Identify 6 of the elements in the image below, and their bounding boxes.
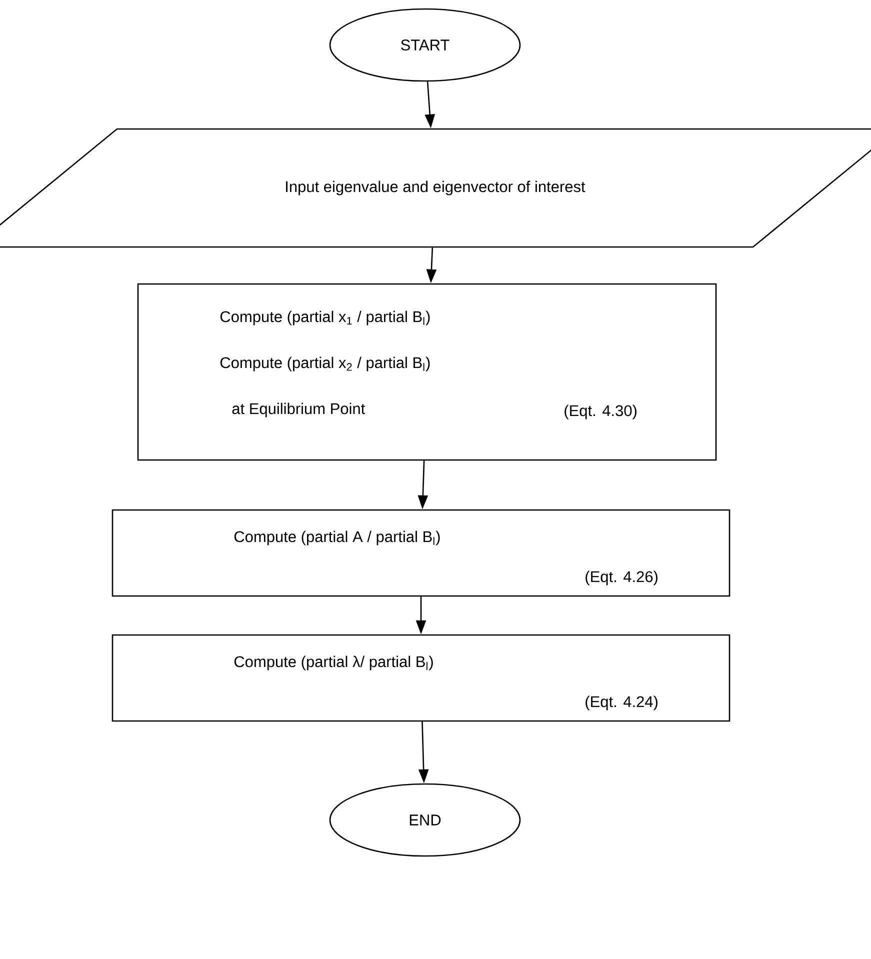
process-box: Compute (partial λ/ partial B$_{l}$) (Eqt. 4.24) (112, 634, 730, 722)
input-parallelogram: Input eigenvalue and eigenvector of interest (0, 128, 871, 248)
process-box: Compute (partial x$_{1}$ / partial B$_{l}$) Compute (partial x$_{2}$ / partial B$_{l}$) at Equilibrium Point (Eqt. 4.30) (137, 283, 717, 461)
terminal-oval: END (329, 783, 521, 857)
process-box: Compute (partial A / partial B$_{l}$) (Eqt. 4.26) (112, 509, 730, 597)
terminal-oval: START (329, 8, 521, 82)
